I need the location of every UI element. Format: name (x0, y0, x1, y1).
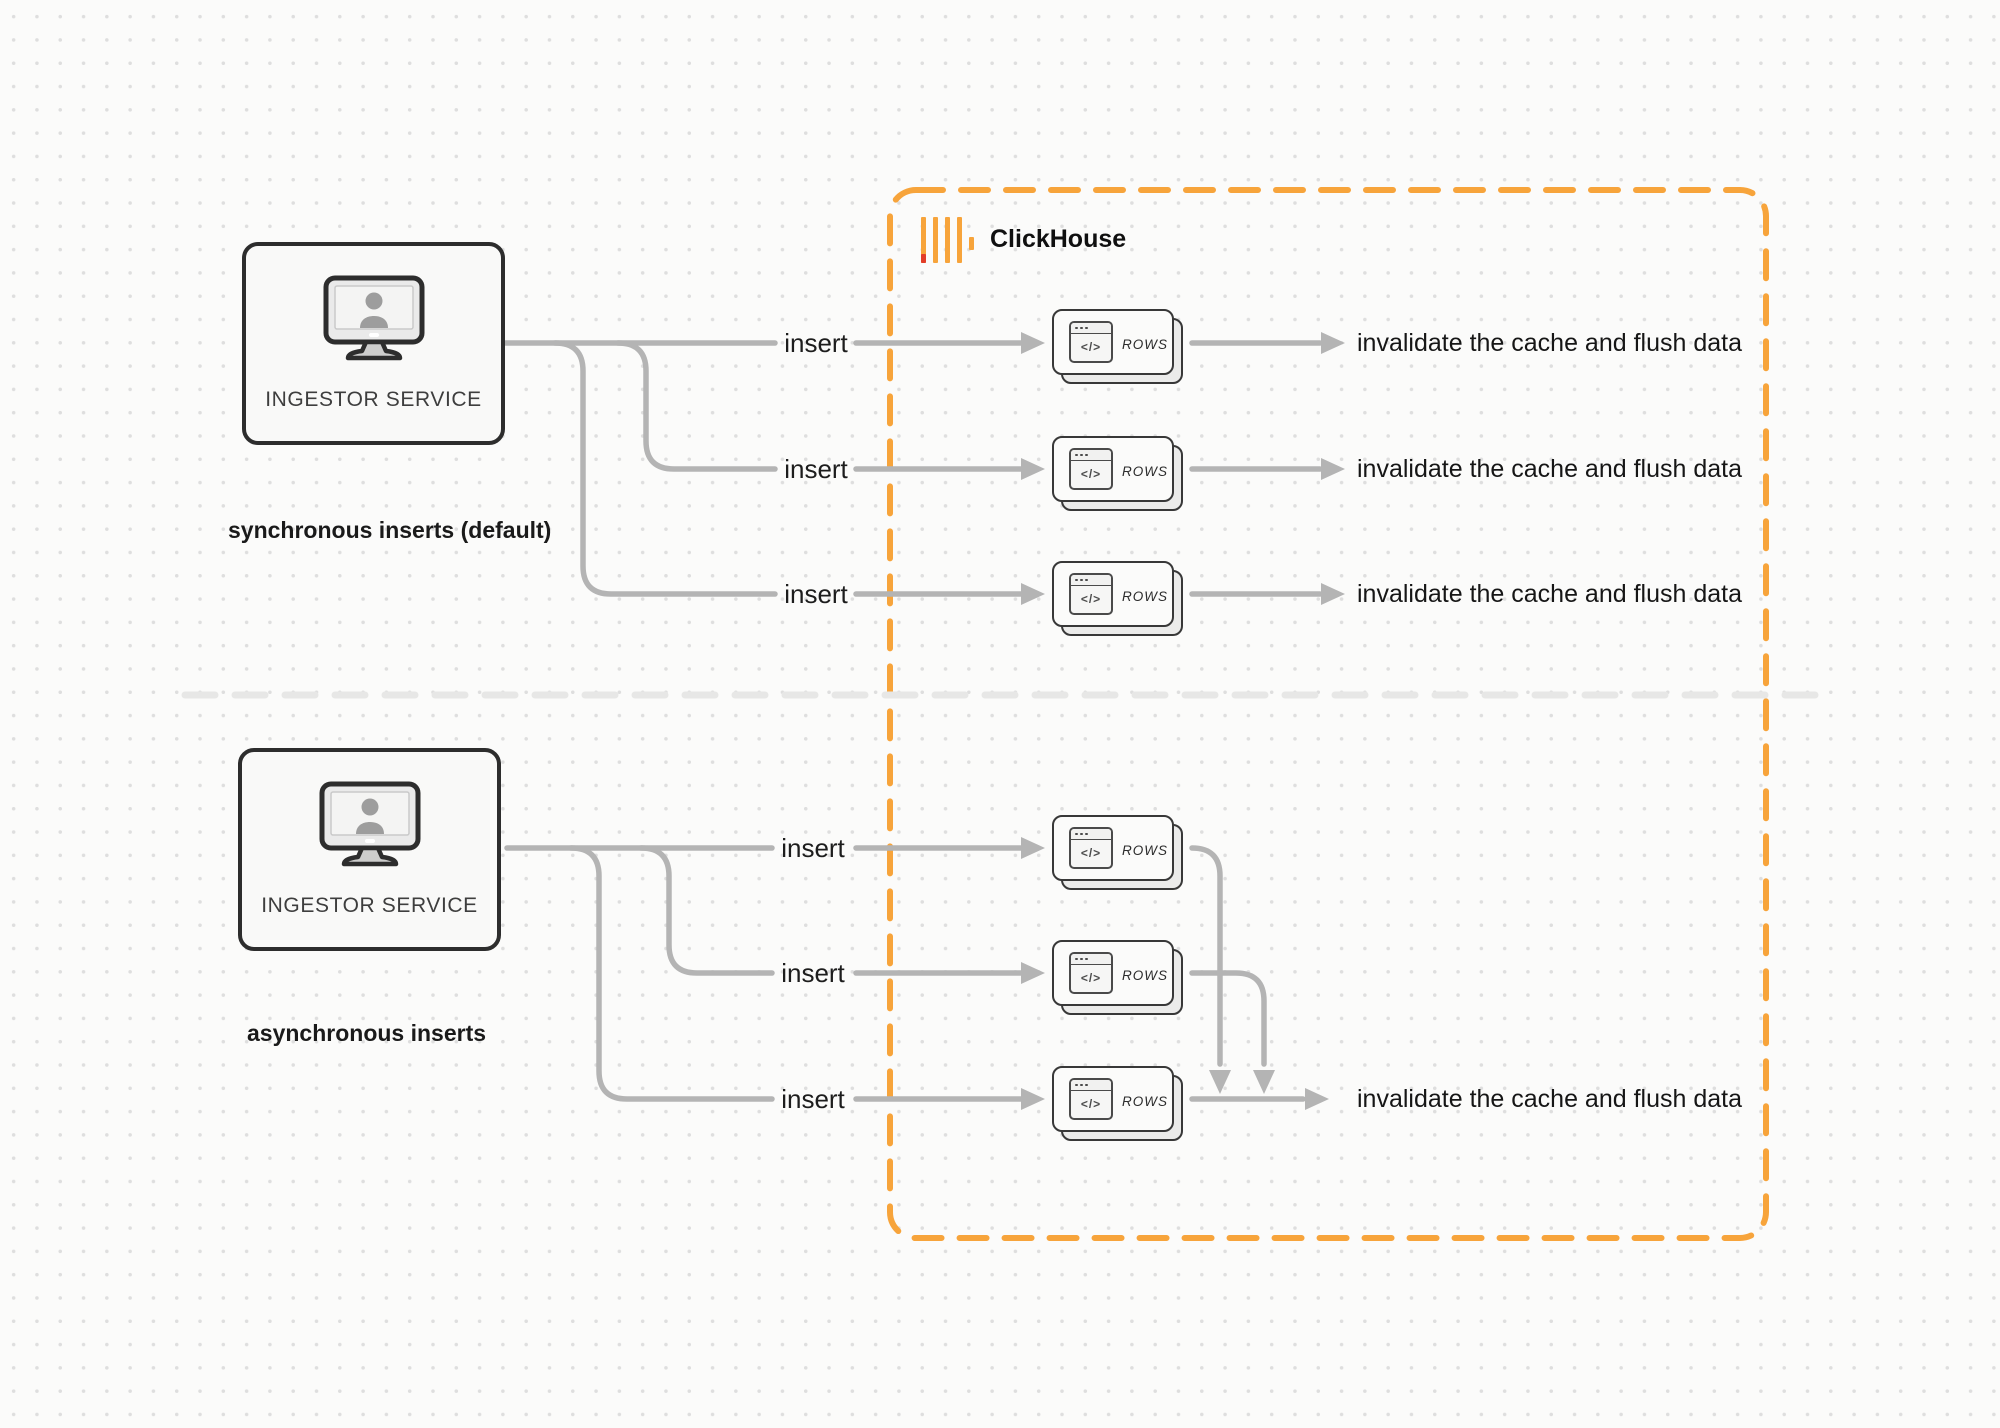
result-label: invalidate the cache and flush data (1357, 579, 1742, 608)
code-window-icon: </> (1069, 573, 1113, 615)
code-window-icon: </> (1069, 827, 1113, 869)
code-window-icon: </> (1069, 1078, 1113, 1120)
async-converge-line-1 (1189, 845, 1223, 1067)
ingestor-service-label: INGESTOR SERVICE (265, 388, 482, 411)
arrowhead-icon (1021, 837, 1045, 859)
insert-label: insert (784, 453, 848, 484)
result-label: invalidate the cache and flush data (1357, 454, 1742, 483)
arrowhead-icon (1021, 458, 1045, 480)
async-insert-line-3 (568, 845, 1024, 1102)
ingestor-service-label: INGESTOR SERVICE (261, 894, 478, 917)
ingestor-service-box-sync: INGESTOR SERVICE (242, 242, 505, 445)
rows-node-label: ROWS (1122, 463, 1168, 479)
rows-node-label: ROWS (1122, 967, 1168, 983)
rows-table-node: </> ROWS (1052, 940, 1183, 1015)
connector-lines (502, 340, 1323, 1102)
arrowhead-icon (1321, 583, 1345, 605)
insert-label: insert (781, 832, 845, 863)
clickhouse-wordmark: ClickHouse (990, 225, 1127, 253)
monitor-user-icon (319, 781, 420, 867)
code-window-icon: </> (1069, 321, 1113, 363)
rows-table-node: </> ROWS (1052, 309, 1183, 384)
async-converge-line-2 (1189, 970, 1267, 1067)
rows-node-label: ROWS (1122, 588, 1168, 604)
arrowhead-icon (1021, 1088, 1045, 1110)
arrowhead-icon (1321, 458, 1345, 480)
rows-table-node: </> ROWS (1052, 436, 1183, 511)
insert-label: insert (781, 957, 845, 988)
insert-label: insert (781, 1083, 845, 1114)
rows-table-node: </> ROWS (1052, 1066, 1183, 1141)
clickhouse-boundary-box (887, 187, 1769, 1241)
result-label: invalidate the cache and flush data (1357, 328, 1742, 357)
sync-insert-line-3 (552, 340, 1024, 597)
arrowhead-icon (1021, 962, 1045, 984)
sync-insert-line-2 (615, 340, 1024, 472)
rows-node-label: ROWS (1122, 336, 1168, 352)
arrowhead-icon (1321, 332, 1345, 354)
rows-node-label: ROWS (1122, 1093, 1168, 1109)
insert-label: insert (784, 578, 848, 609)
insert-label: insert (784, 327, 848, 358)
code-window-icon: </> (1069, 448, 1113, 490)
code-window-icon: </> (1069, 952, 1113, 994)
async-section-caption: asynchronous inserts (247, 1020, 487, 1046)
arrowhead-icon (1305, 1088, 1329, 1110)
ingestor-service-box-async: INGESTOR SERVICE (238, 748, 501, 951)
monitor-user-icon (323, 275, 424, 361)
arrowhead-icon (1021, 332, 1045, 354)
arrowhead-down-icon (1253, 1070, 1275, 1094)
arrowhead-icon (1021, 583, 1045, 605)
clickhouse-red-accent (921, 254, 926, 263)
async-insert-line-2 (638, 845, 1024, 976)
rows-table-node: </> ROWS (1052, 561, 1183, 636)
rows-node-label: ROWS (1122, 842, 1168, 858)
arrowhead-down-icon (1209, 1070, 1231, 1094)
result-label: invalidate the cache and flush data (1357, 1084, 1742, 1113)
arrowheads (1021, 332, 1345, 1110)
rows-table-node: </> ROWS (1052, 815, 1183, 890)
sync-section-caption: synchronous inserts (default) (228, 517, 552, 543)
